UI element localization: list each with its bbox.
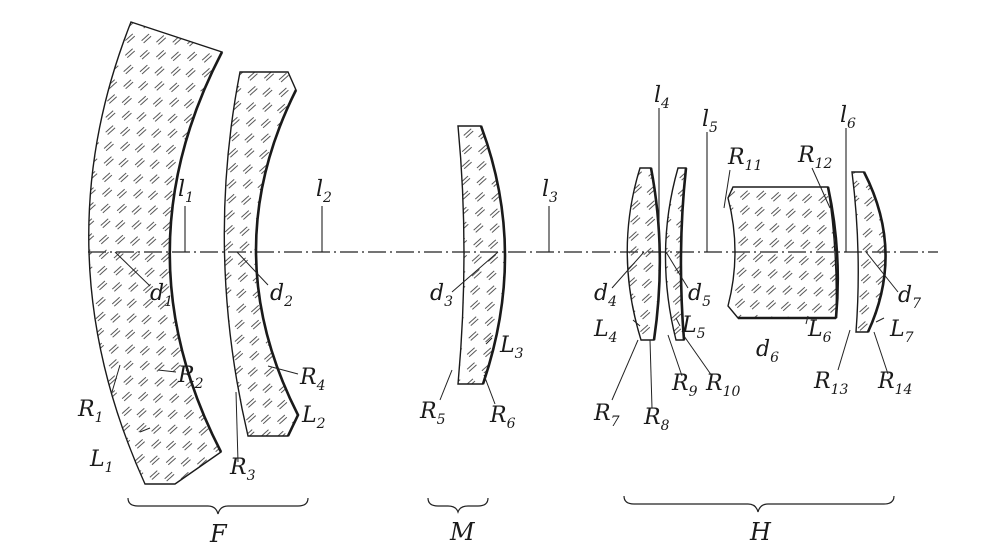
label-l2-spacing: l2	[316, 177, 332, 206]
brace-h	[623, 495, 895, 513]
label-r14: R14	[877, 369, 912, 398]
label-d3: d3	[430, 281, 453, 310]
label-l1: L1	[89, 447, 114, 476]
label-r11: R11	[727, 145, 762, 174]
label-d4: d4	[594, 281, 617, 310]
group-label-m: M	[449, 518, 476, 546]
label-r3: R3	[229, 455, 256, 484]
label-r10: R10	[705, 371, 740, 400]
label-r8: R8	[643, 405, 670, 434]
lens-l6	[727, 186, 840, 320]
label-r4: R4	[299, 365, 326, 394]
label-r6: R6	[489, 403, 516, 432]
lens-l7	[851, 171, 887, 333]
label-r9: R9	[671, 371, 698, 400]
label-d2: d2	[270, 281, 293, 310]
label-l5: L5	[681, 313, 706, 342]
label-l5-spacing: l5	[702, 107, 718, 136]
label-d7: d7	[898, 283, 921, 312]
leader-lines	[111, 167, 899, 463]
label-l6: L6	[807, 317, 832, 346]
label-r1: R1	[77, 397, 104, 426]
label-l4-spacing: l4	[654, 83, 670, 112]
label-r5: R5	[419, 399, 446, 428]
label-l1-spacing: l1	[178, 177, 194, 206]
label-d6: d6	[756, 337, 779, 366]
label-d1: d1	[150, 281, 173, 310]
label-r7: R7	[593, 401, 620, 430]
label-l6-spacing: l6	[840, 103, 856, 132]
lens-l1	[88, 21, 224, 485]
group-label-h: H	[749, 518, 772, 546]
label-l7: L7	[889, 317, 914, 346]
group-label-f: F	[209, 520, 228, 548]
brace-f	[127, 497, 309, 515]
label-d5: d5	[688, 281, 711, 310]
label-l3-spacing: l3	[542, 177, 558, 206]
lens-l5	[664, 167, 688, 341]
lens-l4	[626, 167, 662, 341]
label-l2: L2	[301, 403, 326, 432]
label-r2: R2	[177, 363, 204, 392]
label-l4: L4	[593, 317, 618, 346]
label-r12: R12	[797, 143, 832, 172]
lens-l3	[457, 125, 507, 385]
lens-l2	[223, 71, 300, 437]
label-l3: L3	[499, 333, 524, 362]
label-r13: R13	[813, 369, 848, 398]
brace-m	[427, 497, 489, 514]
